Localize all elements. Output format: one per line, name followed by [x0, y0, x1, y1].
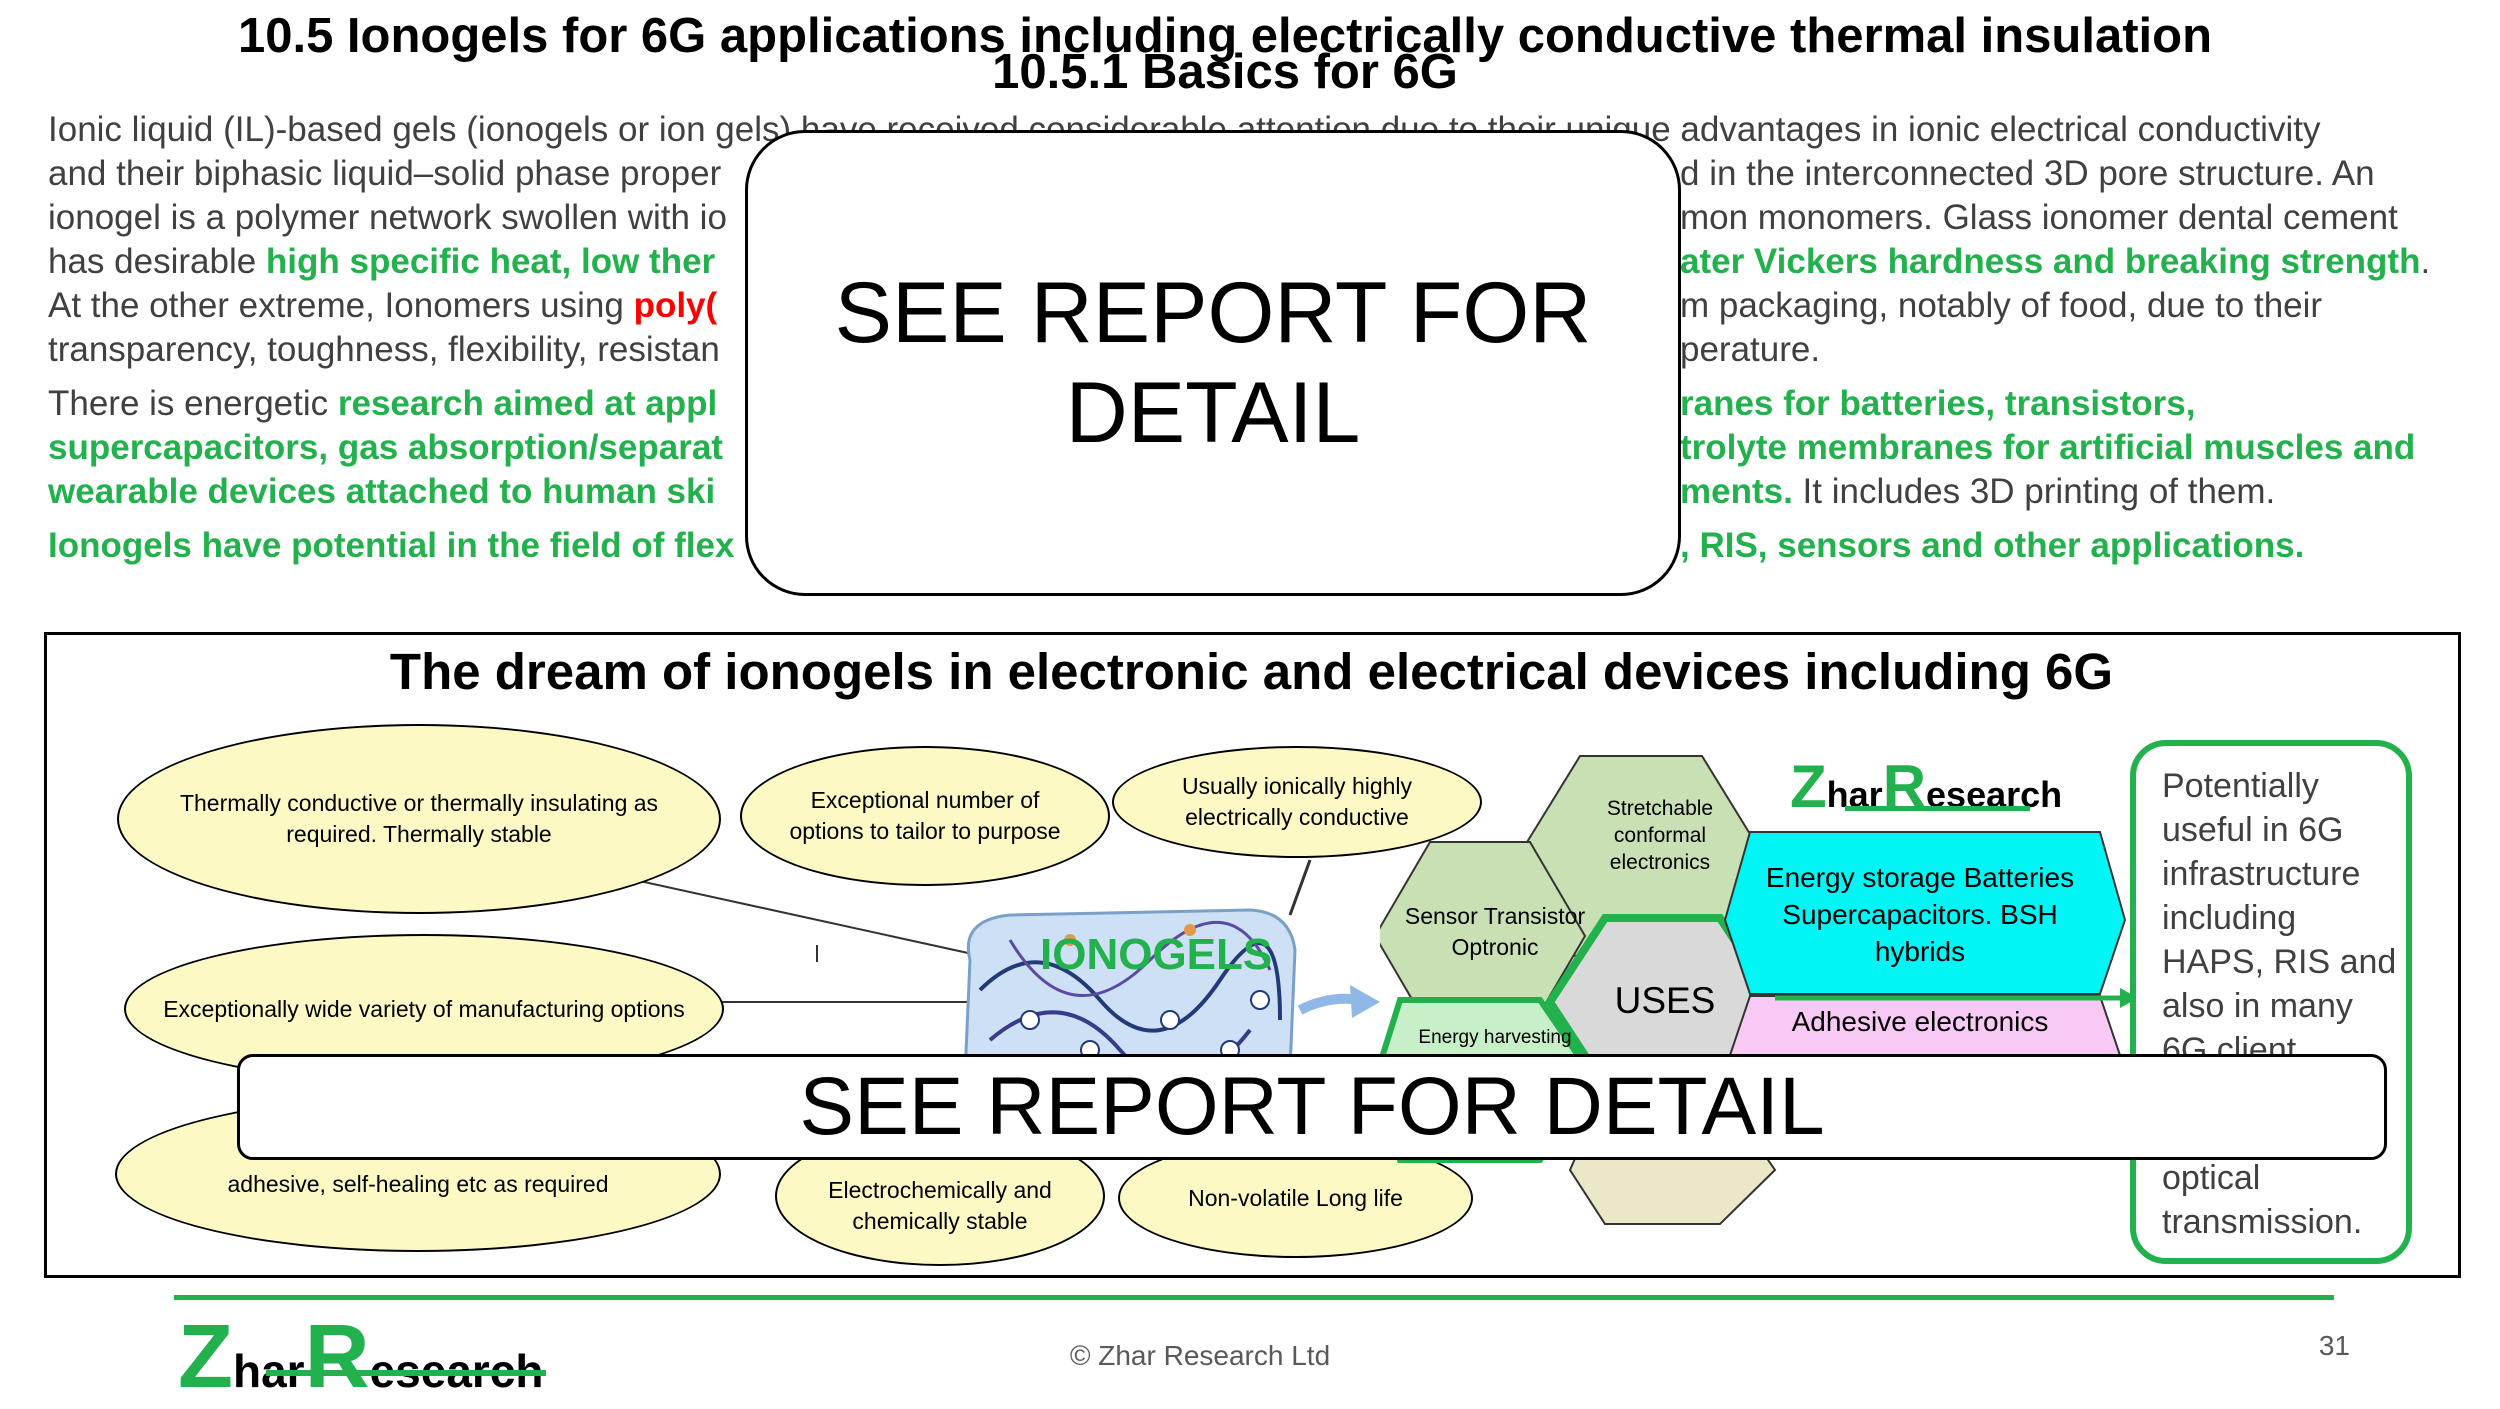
para2-line3: wearable devices attached to human ski — [48, 472, 716, 511]
para1-line4: has desirable high specific heat, low th… — [48, 242, 716, 281]
side-box: Potentially useful in 6G infrastructure … — [2130, 740, 2412, 1264]
para2-line1-right: ranes for batteries, transistors, — [1680, 384, 2196, 423]
ionogels-label: IONOGELS — [1040, 930, 1273, 979]
diagram-title: The dream of ionogels in electronic and … — [389, 643, 2114, 700]
para1-line4-right: ater Vickers hardness and breaking stren… — [1680, 242, 2431, 281]
hex-stretchable: Stretchable conformal electronics — [1606, 796, 1714, 874]
page-title: 10.5 Ionogels for 6G applications includ… — [237, 9, 2213, 63]
diagram-logo-underline — [1845, 806, 2030, 811]
page-number: 31 — [2318, 1330, 2350, 1361]
para1-line2-right: d in the interconnected 3D pore structur… — [1680, 154, 2375, 193]
hex-energy-storage: Energy storage Batteries Supercapacitors… — [1765, 861, 2075, 967]
para2-line2: supercapacitors, gas absorption/separat — [48, 428, 723, 467]
ionogel-illustration — [963, 908, 1380, 1083]
footer-rule — [174, 1295, 2334, 1300]
para1-line6: transparency, toughness, flexibility, re… — [48, 330, 720, 369]
page-subtitle: 10.5.1 Basics for 6G — [992, 45, 1458, 99]
para1-line5: At the other extreme, Ionomers using pol… — [48, 286, 718, 325]
para1-line5-right: m packaging, notably of food, due to the… — [1680, 286, 2323, 325]
ellipse-tailor: Exceptional number of options to tailor … — [740, 746, 1110, 886]
hex-adhesive-electronics: Adhesive electronics — [1791, 1006, 2049, 1037]
para2-line1: There is energetic research aimed at app… — [48, 384, 718, 423]
see-report-overlay-top: SEE REPORT FOR DETAIL — [745, 130, 1681, 596]
hex-sensor: Sensor Transistor Optronic — [1404, 903, 1586, 960]
para1-line3-right: mon monomers. Glass ionomer dental cemen… — [1680, 198, 2398, 237]
see-report-overlay-bottom: SEE REPORT FOR DETAIL — [237, 1054, 2387, 1160]
hex-energy-harvesting: Energy harvesting — [1418, 1027, 1572, 1048]
hex-uses: USES — [1614, 980, 1716, 1021]
side-box-text: Potentially useful in 6G infrastructure … — [2162, 767, 2397, 1069]
footer-logo: ZharResearch — [178, 1307, 544, 1407]
para3-line1-right: , RIS, sensors and other applications. — [1680, 526, 2305, 565]
footer-copyright: © Zhar Research Ltd — [1069, 1340, 1331, 1371]
para2-line3-right: ments. It includes 3D printing of them. — [1680, 472, 2276, 511]
ellipse-conductive: Usually ionically highly electrically co… — [1112, 746, 1482, 858]
para1-line3: ionogel is a polymer network swollen wit… — [48, 198, 727, 237]
para3-line1: Ionogels have potential in the field of … — [48, 526, 735, 565]
para1-line2: and their biphasic liquid–solid phase pr… — [48, 154, 722, 193]
ellipse-thermal: Thermally conductive or thermally insula… — [117, 724, 721, 914]
para1-line6-right: perature. — [1680, 330, 1821, 369]
side-box-tail: optical transmission. — [2162, 1159, 2363, 1241]
para2-line2-right: trolyte membranes for artificial muscles… — [1680, 428, 2416, 467]
footer-logo-underline — [266, 1370, 546, 1376]
